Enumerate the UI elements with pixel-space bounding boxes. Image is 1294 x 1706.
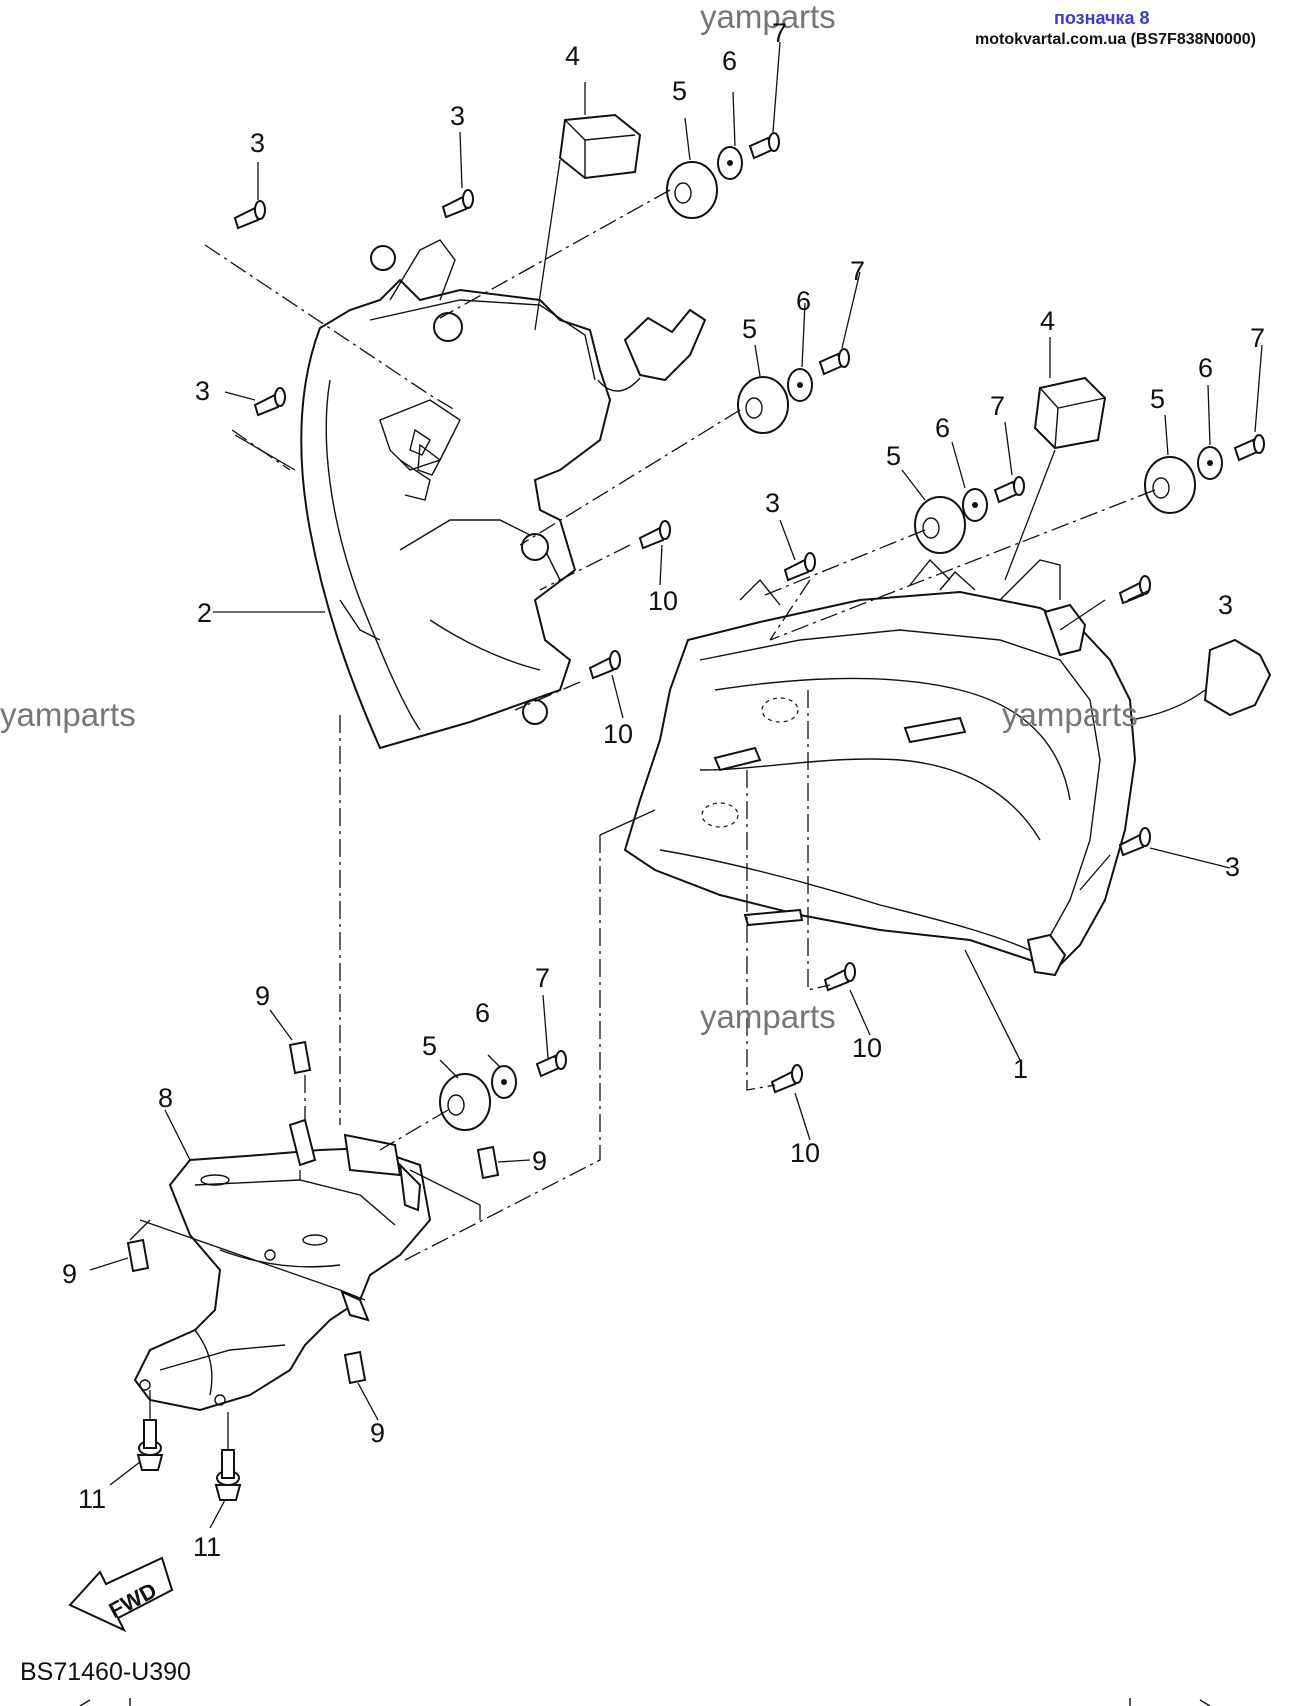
callout-6: 6 <box>722 46 737 76</box>
callout-3: 3 <box>1225 852 1240 882</box>
watermark-top: yamparts <box>700 0 836 35</box>
callout-5: 5 <box>422 1031 437 1061</box>
fwd-arrow: FWD <box>68 1556 174 1633</box>
pad-part-4 <box>558 113 1107 450</box>
callout-3: 3 <box>250 128 265 158</box>
callout-5: 5 <box>742 314 757 344</box>
callout-9: 9 <box>62 1259 77 1289</box>
callout-9: 9 <box>532 1146 547 1176</box>
diagram-code: BS71460-U390 <box>20 1658 191 1686</box>
header-label: позначка 8 <box>1054 8 1150 28</box>
screw-part-11 <box>136 1419 242 1501</box>
callout-6: 6 <box>475 998 490 1028</box>
leader-lines <box>89 41 1263 1529</box>
clip-nut-part-9 <box>126 1040 500 1385</box>
header-source: motokvartal.com.ua (BS7F838N0000) <box>975 31 1256 48</box>
callout-10: 10 <box>790 1138 820 1168</box>
callout-2: 2 <box>197 598 212 628</box>
callout-8: 8 <box>158 1083 173 1113</box>
callout-10: 10 <box>648 586 678 616</box>
watermark-left: yamparts <box>0 696 136 733</box>
callout-7: 7 <box>772 18 787 48</box>
callout-4: 4 <box>565 41 580 71</box>
headlight-left <box>300 239 707 750</box>
grommet-part-5 <box>439 161 1196 1131</box>
callout-5: 5 <box>1150 384 1165 414</box>
watermark-right: yamparts <box>1002 696 1138 733</box>
callout-7: 7 <box>850 256 865 286</box>
callouts: 4 5 6 7 3 3 3 2 5 6 7 4 5 6 7 5 6 7 3 3 … <box>62 18 1265 1562</box>
callout-6: 6 <box>1198 353 1213 383</box>
callout-3: 3 <box>765 488 780 518</box>
callout-3: 3 <box>1218 590 1233 620</box>
headlight-right <box>623 558 1272 977</box>
callout-6: 6 <box>935 413 950 443</box>
callout-9: 9 <box>370 1418 385 1448</box>
callout-7: 7 <box>1250 323 1265 353</box>
callout-11: 11 <box>78 1484 106 1514</box>
callout-4: 4 <box>1040 306 1055 336</box>
callout-11: 11 <box>193 1532 221 1562</box>
callout-3: 3 <box>195 376 210 406</box>
callout-9: 9 <box>255 981 270 1011</box>
callout-7: 7 <box>535 963 550 993</box>
bracket-stay <box>133 1118 432 1412</box>
callout-6: 6 <box>796 286 811 316</box>
washer-part-6 <box>491 146 1223 1099</box>
screw-parts <box>233 132 1265 1094</box>
watermark-center: yamparts <box>700 998 836 1035</box>
callout-5: 5 <box>672 76 687 106</box>
callout-7: 7 <box>990 391 1005 421</box>
callout-10: 10 <box>852 1033 882 1063</box>
callout-3: 3 <box>450 101 465 131</box>
callout-5: 5 <box>886 441 901 471</box>
callout-10: 10 <box>603 719 633 749</box>
bottom-ticks <box>79 1698 1211 1706</box>
callout-1: 1 <box>1013 1054 1028 1084</box>
assembly-lines <box>129 159 1156 1450</box>
